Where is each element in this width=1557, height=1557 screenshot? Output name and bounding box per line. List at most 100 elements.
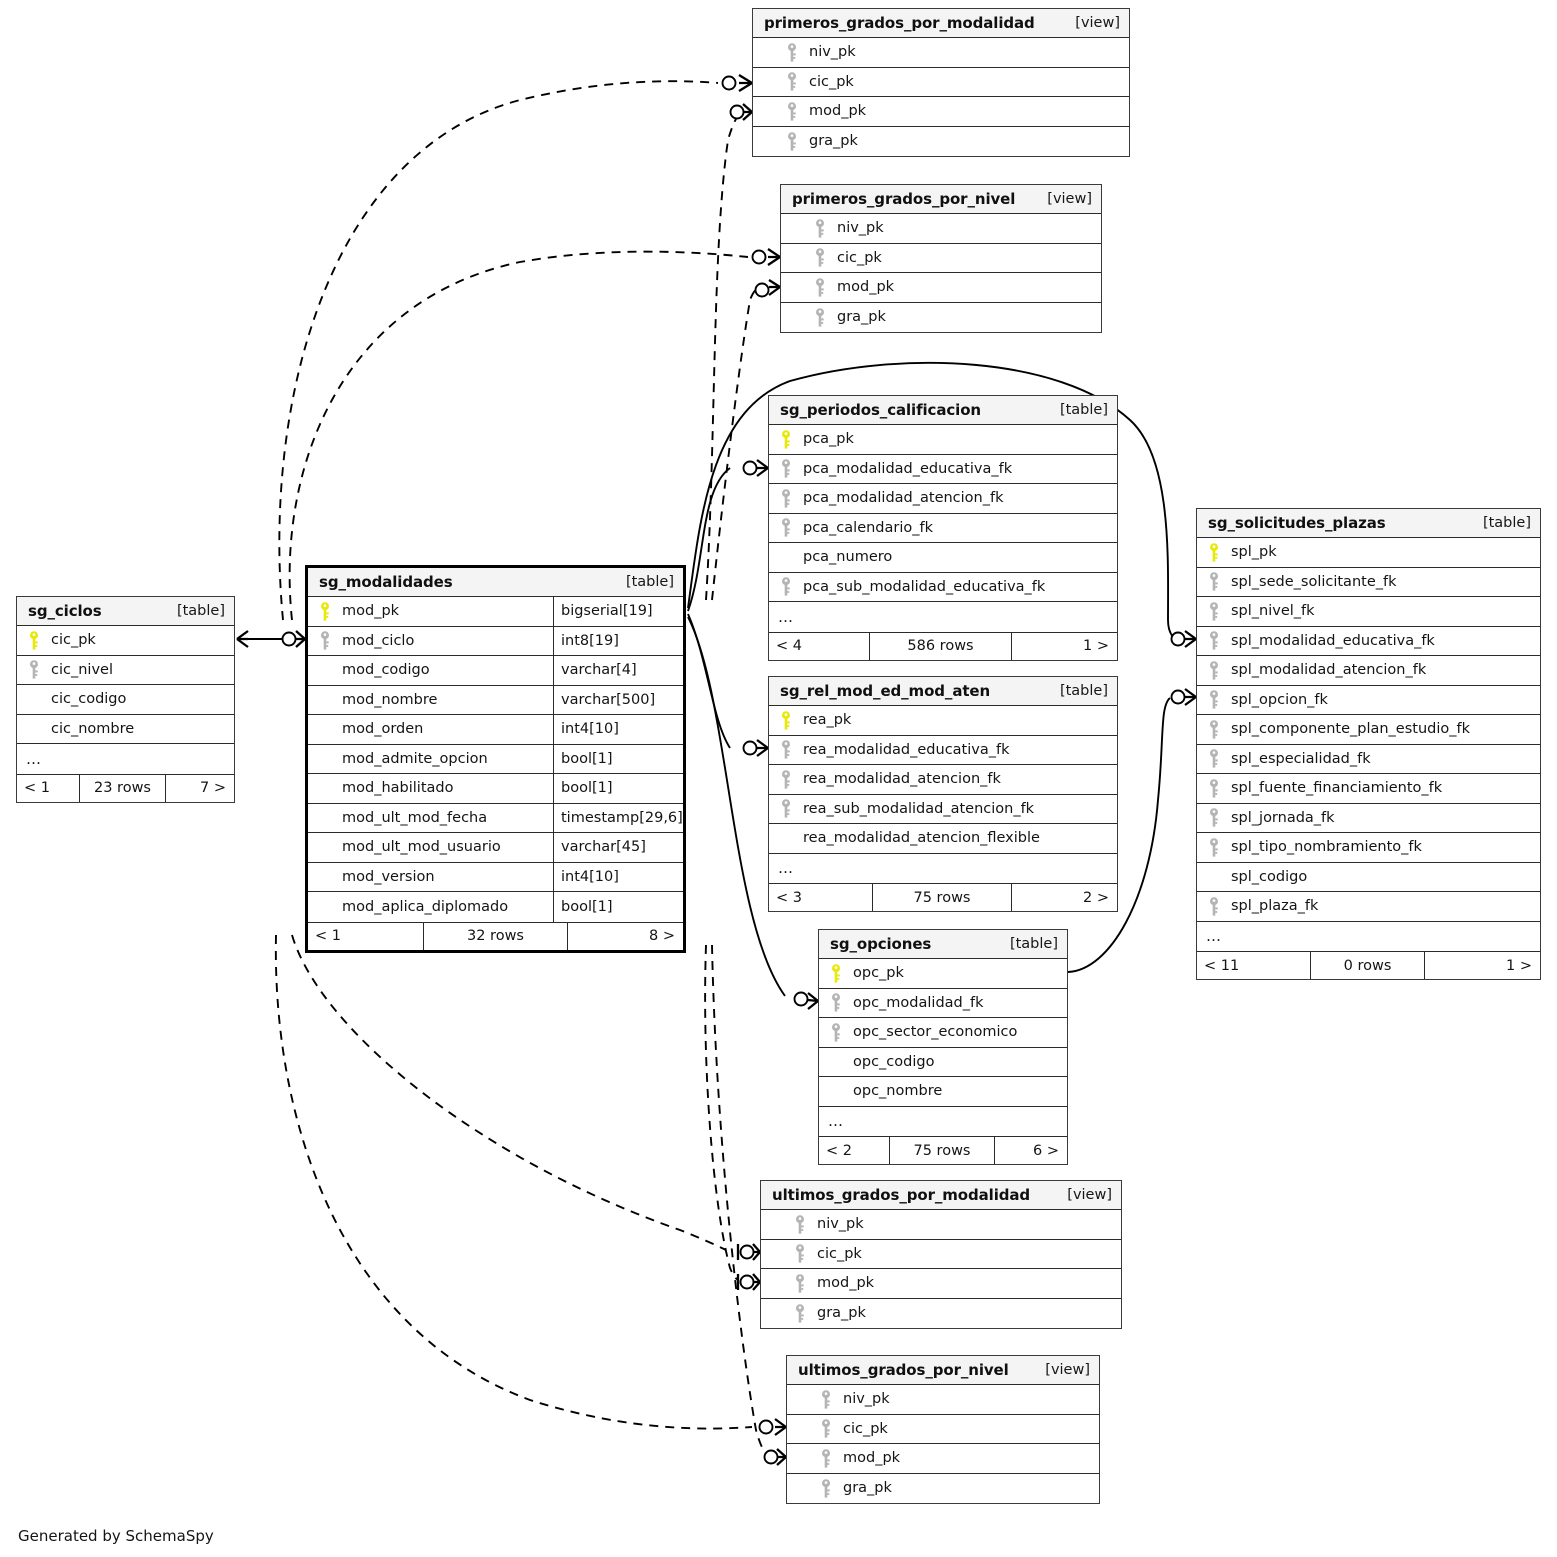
table-row[interactable]: spl_opcion_fk [1197,685,1540,715]
table-row[interactable]: spl_especialidad_fk [1197,744,1540,774]
table-row[interactable]: cic_pk [787,1414,1099,1444]
table-row[interactable]: gra_pk [781,302,1101,332]
table-row[interactable]: gra_pk [787,1473,1099,1503]
more-columns-ellipsis[interactable]: … [819,1106,1067,1136]
column-name: rea_modalidad_atencion_fk [803,771,1001,788]
children-count[interactable]: 8 > [649,928,675,944]
table-row[interactable]: spl_pk [1197,538,1540,568]
table-row[interactable]: niv_pk [753,38,1129,68]
table-row[interactable]: pca_sub_modalidad_educativa_fk [769,572,1117,602]
row-count: 23 rows [79,774,166,802]
table-row[interactable]: opc_nombre [819,1077,1067,1107]
table-row[interactable]: pca_pk [769,425,1117,455]
table-row[interactable]: rea_modalidad_atencion_fk [769,765,1117,795]
table-row[interactable]: spl_componente_plan_estudio_fk [1197,715,1540,745]
parents-count[interactable]: < 4 [776,638,802,654]
more-columns-ellipsis[interactable]: … [769,602,1117,632]
table-row[interactable]: niv_pk [761,1210,1121,1240]
parents-count[interactable]: < 2 [826,1142,852,1159]
table-row[interactable]: niv_pk [781,214,1101,244]
table-row[interactable]: cic_pk [753,67,1129,97]
table-row[interactable]: cic_pk [761,1239,1121,1269]
table-row[interactable]: cic_codigo [17,685,234,715]
table-row[interactable]: mod_pk [753,97,1129,127]
children-count[interactable]: 1 > [1083,638,1109,654]
column-name: mod_pk [843,1450,901,1467]
children-count[interactable]: 7 > [200,780,226,796]
table-row[interactable]: niv_pk [787,1385,1099,1415]
parents-count[interactable]: < 3 [776,889,802,906]
table-row[interactable]: mod_pk [787,1444,1099,1474]
table-row[interactable]: opc_codigo [819,1047,1067,1077]
entity-kind-badge: [view] [1075,15,1120,31]
table-row[interactable]: opc_pk [819,959,1067,989]
table-row[interactable]: cic_pk [781,243,1101,273]
table-row[interactable]: cic_nombre [17,714,234,744]
column-name: pca_modalidad_atencion_fk [803,490,1004,507]
entity-header-primeros_grados_por_nivel: primeros_grados_por_nivel[view] [781,185,1101,214]
table-row[interactable]: rea_modalidad_educativa_fk [769,735,1117,765]
entity-title: sg_rel_mod_ed_mod_aten [780,682,991,700]
parents-count[interactable]: < 1 [315,928,341,944]
table-row[interactable]: spl_fuente_financiamiento_fk [1197,774,1540,804]
parents-count[interactable]: < 11 [1204,957,1240,974]
primary-key-icon [312,601,338,621]
table-row[interactable]: spl_codigo [1197,862,1540,892]
table-row[interactable]: mod_pk [781,273,1101,303]
column-type: bigserial[19] [553,597,683,626]
table-row[interactable]: spl_sede_solicitante_fk [1197,567,1540,597]
column-name: cic_codigo [51,691,127,708]
table-row[interactable]: spl_tipo_nombramiento_fk [1197,833,1540,863]
table-row[interactable]: opc_modalidad_fk [819,988,1067,1018]
table-row[interactable]: gra_pk [761,1298,1121,1328]
parents-count[interactable]: < 1 [24,780,50,796]
more-columns-ellipsis[interactable]: … [1197,921,1540,951]
table-row[interactable]: gra_pk [753,126,1129,156]
more-columns-ellipsis[interactable]: … [769,853,1117,883]
table-row[interactable]: pca_modalidad_educativa_fk [769,454,1117,484]
column-name: spl_nivel_fk [1231,603,1315,620]
table-row[interactable]: spl_plaza_fk [1197,892,1540,922]
children-count[interactable]: 1 > [1506,957,1532,974]
table-row[interactable]: spl_modalidad_atencion_fk [1197,656,1540,686]
table-row[interactable]: pca_modalidad_atencion_fk [769,484,1117,514]
table-row[interactable]: rea_modalidad_atencion_flexible [769,824,1117,854]
entity-title: ultimos_grados_por_modalidad [772,1186,1031,1204]
more-columns-ellipsis[interactable]: … [17,744,234,774]
children-count[interactable]: 2 > [1083,889,1109,906]
table-row[interactable]: spl_nivel_fk [1197,597,1540,627]
table-row[interactable]: mod_pk [761,1269,1121,1299]
table-row[interactable]: pca_numero [769,543,1117,573]
table-row[interactable]: rea_pk [769,706,1117,736]
table-row[interactable]: spl_modalidad_educativa_fk [1197,626,1540,656]
column-name: spl_fuente_financiamiento_fk [1231,780,1443,797]
table-row[interactable]: cic_nivel [17,655,234,685]
entity-ultimos_grados_por_modalidad[interactable]: ultimos_grados_por_modalidad[view]niv_pk… [760,1180,1122,1329]
table-row[interactable]: cic_pk [17,626,234,656]
table-row[interactable]: spl_jornada_fk [1197,803,1540,833]
children-count[interactable]: 6 > [1033,1142,1059,1159]
entity-primeros_grados_por_modalidad[interactable]: primeros_grados_por_modalidad[view]niv_p… [752,8,1130,157]
table-row[interactable]: pca_calendario_fk [769,513,1117,543]
table-row[interactable]: rea_sub_modalidad_atencion_fk [769,794,1117,824]
table-row[interactable]: opc_sector_economico [819,1018,1067,1048]
